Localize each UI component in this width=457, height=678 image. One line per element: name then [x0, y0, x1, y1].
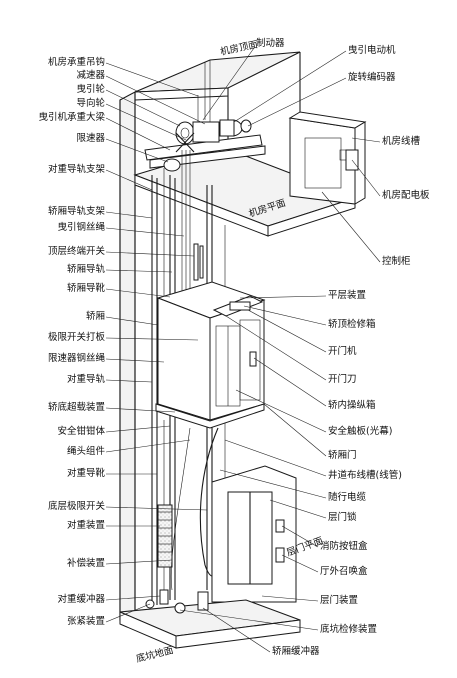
label-pit-inspection-device: 底坑检修装置 [320, 624, 378, 635]
label-door-operator: 开门机 [328, 346, 357, 357]
right-leader-lines [179, 47, 381, 653]
label-car-buffer: 轿厢缓冲器 [272, 646, 320, 657]
traction-machine-beam-shape [144, 134, 263, 161]
label-car-door: 轿厢门 [328, 450, 357, 461]
speed-governor-shape [163, 158, 181, 172]
label-door-knife: 开门刀 [328, 374, 357, 385]
compensation-chain [170, 427, 191, 591]
label-traction-machine-beam: 曳引机承重大梁 [38, 112, 105, 123]
label-traction-rope: 曳引钢丝绳 [57, 222, 105, 233]
label-counterweight-guide-shoe: 对重导靴 [66, 468, 105, 479]
reducer-shape [192, 121, 220, 143]
label-counterweight-buffer: 对重缓冲器 [57, 594, 105, 605]
label-bottom-limit-switch: 底层极限开关 [47, 501, 105, 512]
label-car-overload-device: 轿底超载装置 [47, 402, 105, 413]
label-car-operating-panel: 轿内操纵箱 [328, 400, 376, 411]
label-brake: 制动器 [256, 38, 285, 49]
left-leader-lines [105, 62, 208, 623]
label-safety-edge: 安全触板(光幕) [328, 426, 393, 437]
landing-door [211, 465, 297, 603]
label-machine-room-lifting-hook: 机房承重吊钩 [47, 57, 105, 68]
top-terminal-switch-shape [193, 243, 199, 281]
machine-room-roof [134, 51, 301, 93]
control-cabinet-shape [289, 117, 356, 205]
label-governor-rope: 限速器钢丝绳 [47, 353, 105, 364]
label-counterweight-device: 对重装置 [66, 520, 105, 531]
label-car-guide-shoe: 轿厢导靴 [66, 283, 105, 294]
plane-label-pit-floor: 底坑地面 [135, 644, 175, 665]
label-traction-sheave: 曳引轮 [76, 84, 105, 95]
label-car-rail-bracket: 轿厢导轨支架 [47, 206, 105, 217]
label-control-cabinet: 控制柜 [382, 256, 411, 267]
car-buffer-shape [197, 591, 209, 611]
label-leveling-device: 平层装置 [328, 290, 367, 301]
label-reducer: 减速器 [76, 70, 105, 81]
label-counterweight-guide-rail: 对重导轨 [66, 374, 105, 385]
label-guide-pulley: 导向轮 [76, 98, 105, 109]
label-fire-button-box: 消防按钮盒 [320, 541, 368, 552]
pit-inspection-shape [174, 602, 186, 614]
label-machine-room-trunking: 机房线槽 [382, 136, 421, 147]
label-machine-room-power-panel: 机房配电板 [382, 190, 430, 201]
label-traction-motor: 曳引电动机 [348, 45, 396, 56]
hoistway-left-wall [119, 91, 136, 621]
label-hoistway-trunking: 井道布线槽(线管) [328, 470, 402, 481]
label-car-top-inspection-box: 轿顶检修箱 [328, 319, 376, 330]
label-landing-door-device: 层门装置 [320, 595, 359, 606]
label-landing-door-lock: 层门锁 [328, 512, 357, 523]
plane-label-machine-room-top: 机房顶面 [219, 38, 259, 58]
counterweight-buffer-shape [159, 589, 169, 605]
label-speed-governor: 限速器 [76, 133, 105, 144]
label-compensation-device: 补偿装置 [66, 558, 105, 569]
label-car: 轿厢 [85, 311, 105, 322]
label-car-guide-rail: 轿厢导轨 [66, 264, 105, 275]
label-counterweight-rail-bracket: 对重导轨支架 [47, 164, 105, 175]
label-rope-head-assembly: 绳头组件 [66, 446, 105, 457]
label-top-terminal-switch: 顶层终端开关 [47, 246, 105, 257]
elevator-car [155, 281, 266, 429]
label-tensioning-device: 张紧装置 [66, 616, 105, 627]
label-safety-gear: 安全钳钳体 [57, 426, 105, 437]
label-traveling-cable: 随行电缆 [328, 492, 367, 503]
label-limit-switch-striker: 极限开关打板 [47, 332, 105, 343]
label-rotary-encoder: 旋转编码器 [348, 72, 396, 83]
label-hall-call-box: 厅外召唤盒 [320, 566, 368, 577]
